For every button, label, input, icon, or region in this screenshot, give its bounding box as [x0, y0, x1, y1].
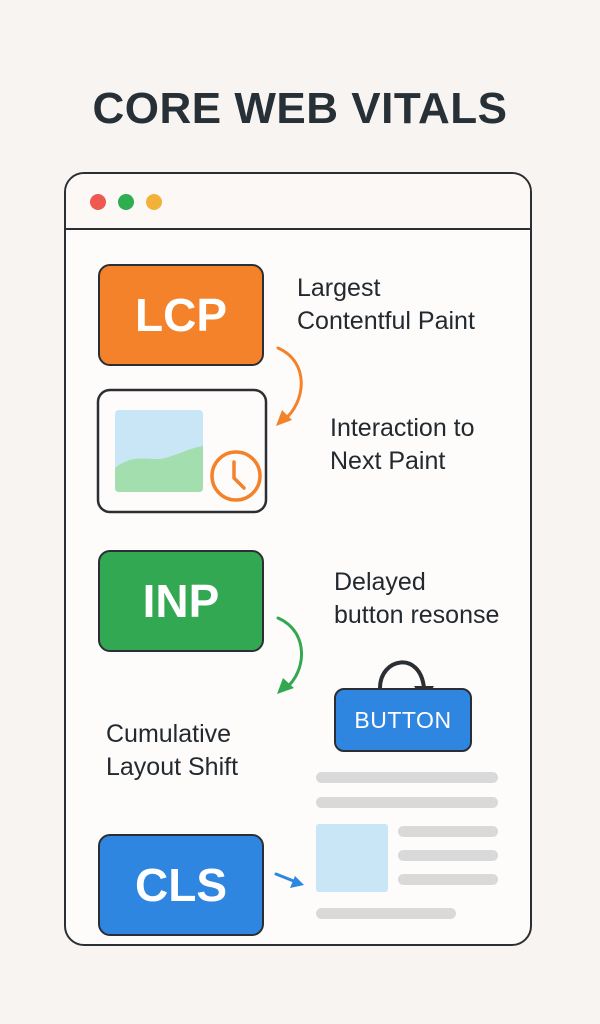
- lcp-description-line-2: Contentful Paint: [297, 307, 475, 335]
- inp-description-line-2: Next Paint: [330, 447, 446, 475]
- inp-description-line-1: Interaction to: [330, 414, 475, 442]
- lcp-label: LCP: [135, 289, 227, 341]
- inp-arrow-icon: [276, 616, 303, 694]
- cls-arrow-icon: [274, 872, 304, 888]
- image-hill: [115, 446, 203, 492]
- inp-example-caption: Delayed button resonse: [334, 566, 499, 632]
- cls-badge: CLS: [98, 834, 264, 936]
- cls-description-line-2: Layout Shift: [106, 753, 239, 781]
- maximize-dot-icon: [146, 194, 162, 210]
- lcp-badge: LCP: [98, 264, 264, 366]
- page-title: CORE WEB VITALS: [92, 84, 508, 133]
- cls-label: CLS: [135, 859, 227, 911]
- example-button-label: BUTTON: [354, 706, 452, 733]
- lcp-description-line-1: Largest: [297, 274, 381, 302]
- lcp-arrow-icon: [276, 346, 303, 426]
- inp-example-caption-line-2: button resonse: [334, 601, 500, 629]
- inp-example-caption-line-1: Delayed: [334, 568, 426, 596]
- layout-placeholder: [316, 772, 498, 919]
- inp-badge: INP: [98, 550, 264, 652]
- clock-icon: [210, 450, 262, 502]
- inp-description: Interaction to Next Paint: [330, 412, 475, 478]
- close-dot-icon: [90, 194, 106, 210]
- browser-titlebar: [66, 174, 530, 230]
- minimize-dot-icon: [118, 194, 134, 210]
- lcp-description: Largest Contentful Paint: [297, 272, 475, 338]
- cls-description-line-1: Cumulative: [106, 720, 232, 748]
- inp-label: INP: [142, 575, 220, 627]
- cls-description: Cumulative Layout Shift: [106, 718, 238, 784]
- example-button[interactable]: BUTTON: [334, 688, 472, 752]
